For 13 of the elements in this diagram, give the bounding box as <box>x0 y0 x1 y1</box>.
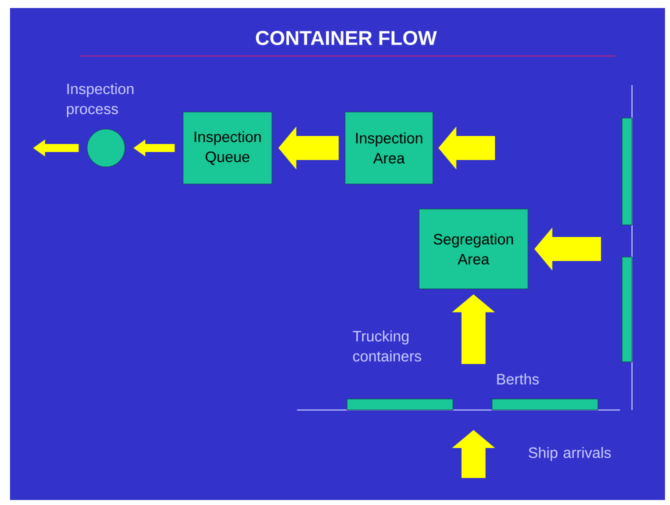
berth-bar <box>346 398 454 410</box>
text-label: Berths <box>497 373 539 384</box>
process-box: Inspection Area <box>344 112 434 184</box>
text-label: Ship arrivals <box>528 447 611 461</box>
berth-bar <box>622 118 632 226</box>
process-box: Segregation Area <box>418 208 528 290</box>
text-label: Trucking containers <box>352 330 422 362</box>
node-caption: Inspection process <box>66 83 134 118</box>
process-circle <box>86 128 126 168</box>
process-box: Inspection Queue <box>182 112 272 184</box>
berth-bar <box>622 256 632 362</box>
berth-bar <box>492 398 598 410</box>
diagram-title: CONTAINER FLOW <box>256 30 437 46</box>
